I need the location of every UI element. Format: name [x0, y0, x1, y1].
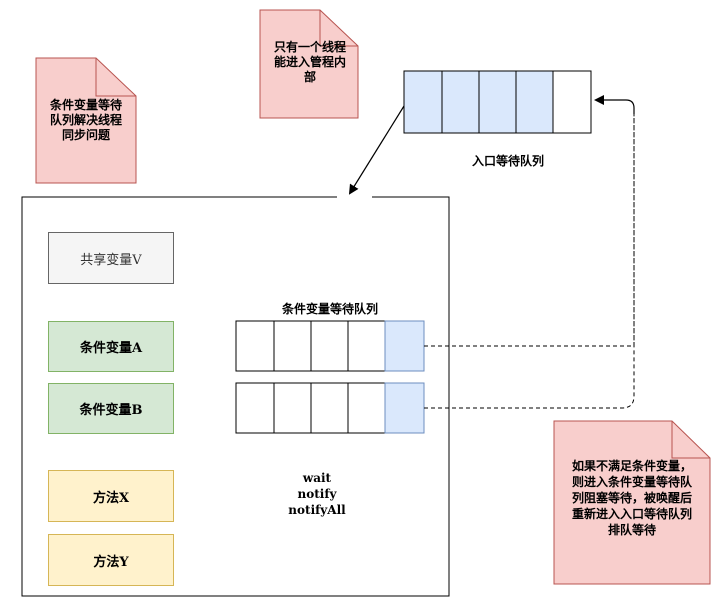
entry-queue-cell — [403, 70, 443, 134]
shared-variable-box: 共享变量V — [48, 232, 174, 284]
entry-queue-cell — [515, 70, 554, 134]
cond-queue-a-head-cell — [384, 320, 425, 372]
cond-queue-b-cell — [273, 382, 312, 434]
requeue-connector-a — [424, 108, 635, 347]
entry-queue — [403, 70, 592, 134]
note-fold-single-thread — [319, 10, 358, 47]
requeue-arrow — [594, 95, 635, 114]
cond-queue-b — [235, 382, 425, 434]
entry-queue-cell — [552, 70, 592, 134]
entry-queue-cell — [478, 70, 517, 134]
cond-queue-a-cell — [273, 320, 312, 372]
requeue-connector-b — [424, 108, 635, 409]
condition-variable-b-box: 条件变量B — [48, 383, 174, 434]
note-fold-wait — [671, 421, 710, 459]
cond-queue-b-cell — [235, 382, 275, 434]
monitor-method-list: wait notify notifyAll — [262, 470, 372, 518]
cond-queue-a — [235, 320, 425, 372]
cond-queue-b-head-cell — [384, 382, 425, 434]
note-shape-single-thread — [259, 9, 359, 119]
condition-variable-a-box: 条件变量A — [48, 321, 174, 372]
entry-queue-label: 入口等待队列 — [472, 154, 545, 168]
cond-queue-a-cell — [310, 320, 349, 372]
method-wait: wait — [302, 471, 332, 485]
note-single-thread-text: 只有一个线程 能进入管程内 部 — [273, 40, 346, 84]
method-notify-all: notifyAll — [288, 503, 346, 517]
note-wait-text: 如果不满足条件变量， 则进入条件变量等待队 列阻塞等待，被唤醒后 重新进入入口等… — [571, 459, 692, 537]
note-shape-wait — [553, 420, 711, 585]
note-cond-queue-text: 条件变量等待 队列解决线程 同步问题 — [49, 98, 122, 142]
note-fold-cond-queue — [95, 58, 136, 97]
entry-queue-cell — [441, 70, 480, 134]
monitor-boundary — [21, 196, 450, 597]
cond-queue-b-cell — [347, 382, 386, 434]
cond-queue-a-cell — [235, 320, 275, 372]
method-y-box: 方法Y — [48, 534, 174, 586]
cond-queue-b-cell — [310, 382, 349, 434]
cond-queue-a-cell — [347, 320, 386, 372]
enter-monitor-arrow — [348, 105, 405, 195]
note-shape-cond-queue — [35, 57, 137, 184]
method-x-box: 方法X — [48, 470, 174, 522]
method-notify: notify — [297, 487, 337, 501]
condition-queue-label: 条件变量等待队列 — [282, 302, 379, 316]
